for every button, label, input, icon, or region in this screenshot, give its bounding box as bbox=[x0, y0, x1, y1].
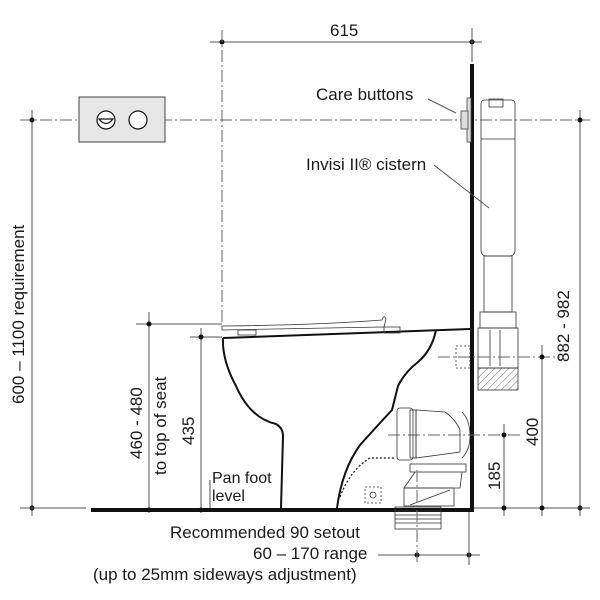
dimension-seat-height bbox=[136, 312, 222, 513]
half-flush-button-icon bbox=[96, 110, 116, 130]
full-flush-button-icon bbox=[128, 110, 148, 130]
label-inlet-height: 400 bbox=[523, 417, 542, 446]
toilet-pan bbox=[221, 328, 471, 509]
flush-plate bbox=[78, 96, 166, 143]
dimension-600-1100 bbox=[20, 110, 86, 516]
label-seat-height-sub: to top of seat bbox=[151, 376, 170, 475]
label-615: 615 bbox=[330, 21, 359, 40]
label-cistern: Invisi II® cistern bbox=[306, 155, 427, 174]
label-setout-range: 60 – 170 range bbox=[253, 544, 368, 563]
label-pan-foot: Pan foot bbox=[212, 470, 272, 487]
label-setout-adjust: (up to 25mm sideways adjustment) bbox=[93, 565, 357, 584]
dimension-400 bbox=[438, 345, 560, 516]
care-button bbox=[427, 97, 472, 143]
label-button-height: 600 – 1100 requirement bbox=[9, 224, 28, 404]
dimension-882-982 bbox=[474, 110, 590, 516]
label-care-buttons: Care buttons bbox=[316, 85, 414, 104]
dimension-setout bbox=[378, 470, 480, 565]
label-setout: Recommended 90 setout bbox=[170, 523, 360, 542]
label-pan-foot-level: level bbox=[212, 488, 245, 505]
toilet-seat bbox=[221, 316, 401, 336]
label-pan-height: 435 bbox=[179, 416, 198, 445]
pan-connector bbox=[394, 407, 471, 530]
label-seat-height: 460 - 480 bbox=[127, 387, 146, 459]
cistern bbox=[433, 98, 519, 391]
dimension-pan-height bbox=[190, 328, 222, 513]
label-outlet-height: 185 bbox=[485, 461, 504, 490]
label-cistern-height: 882 - 982 bbox=[554, 290, 573, 362]
dimension-615 bbox=[210, 28, 482, 322]
